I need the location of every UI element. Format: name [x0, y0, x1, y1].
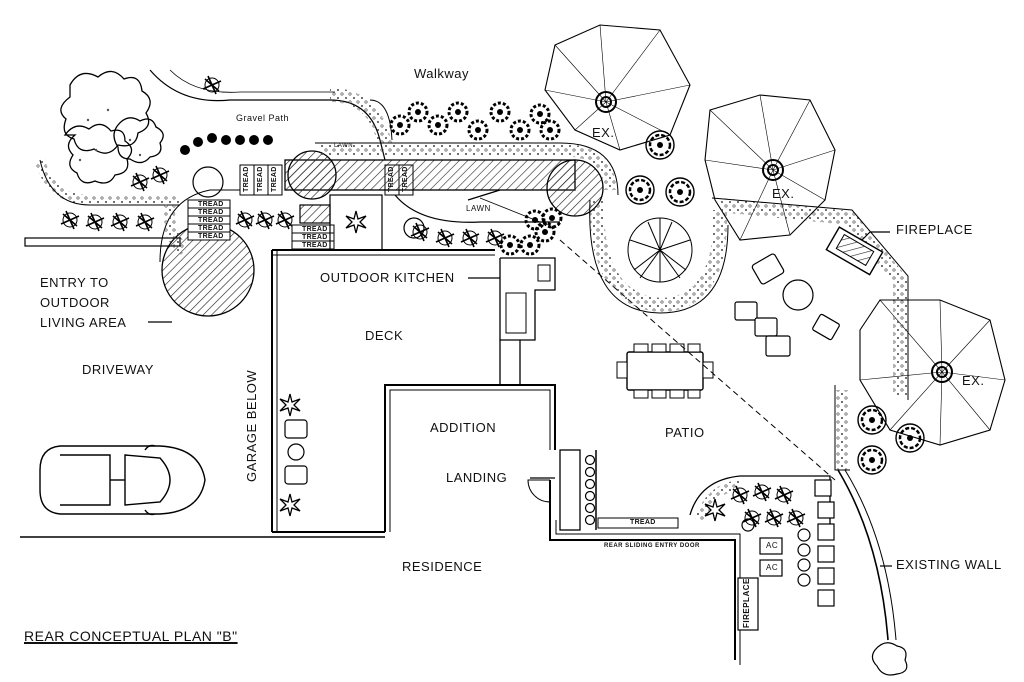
entry-label-line-3: LIVING AREA [40, 315, 127, 330]
tread-label: TREAD [302, 234, 328, 241]
entry-label-line-2: OUTDOOR [40, 295, 110, 310]
residence-label: RESIDENCE [402, 559, 483, 574]
landing-label: LANDING [446, 470, 508, 485]
existing-tree-label: EX. [962, 373, 985, 388]
outdoor-kitchen-label: OUTDOOR KITCHEN [320, 270, 455, 285]
tread-label: TREAD [388, 166, 395, 192]
tread-label: TREAD [271, 166, 278, 192]
existing-tree-label: EX. [772, 186, 795, 201]
tread-label: TREAD [198, 201, 224, 208]
fireplace-label: FIREPLACE [896, 222, 973, 237]
existing-wall-label: EXISTING WALL [896, 557, 1002, 572]
tread-label: TREAD [302, 242, 328, 249]
ac-unit-label: AC [766, 563, 779, 572]
tread-label: TREAD [630, 519, 656, 526]
ac-unit-label: AC [766, 541, 779, 550]
garage-below-label: GARAGE BELOW [244, 369, 259, 482]
tread-label: TREAD [402, 166, 409, 192]
walkway-label: Walkway [414, 66, 470, 81]
tread-label: TREAD [243, 166, 250, 192]
deck-label: DECK [365, 328, 404, 343]
lawn-small-label: LAWN [334, 143, 354, 149]
plan-title: REAR CONCEPTUAL PLAN "B" [24, 628, 238, 644]
gravel-path-label: Gravel Path [236, 113, 290, 123]
tread-label: TREAD [198, 209, 224, 216]
tread-label: TREAD [198, 225, 224, 232]
existing-tree-label: EX. [592, 125, 615, 140]
tread-label: TREAD [257, 166, 264, 192]
patio-label: PATIO [665, 425, 705, 440]
fireplace-small-label: FIREPLACE [742, 578, 751, 628]
lawn-label: LAWN [466, 204, 491, 213]
tread-label: TREAD [198, 233, 224, 240]
entry-label-line-1: ENTRY TO [40, 275, 109, 290]
driveway-label: DRIVEWAY [82, 362, 154, 377]
addition-label: ADDITION [430, 420, 497, 435]
tread-label: TREAD [302, 226, 328, 233]
tread-label: TREAD [198, 217, 224, 224]
rear-sliding-door-label: REAR SLIDING ENTRY DOOR [604, 543, 700, 549]
